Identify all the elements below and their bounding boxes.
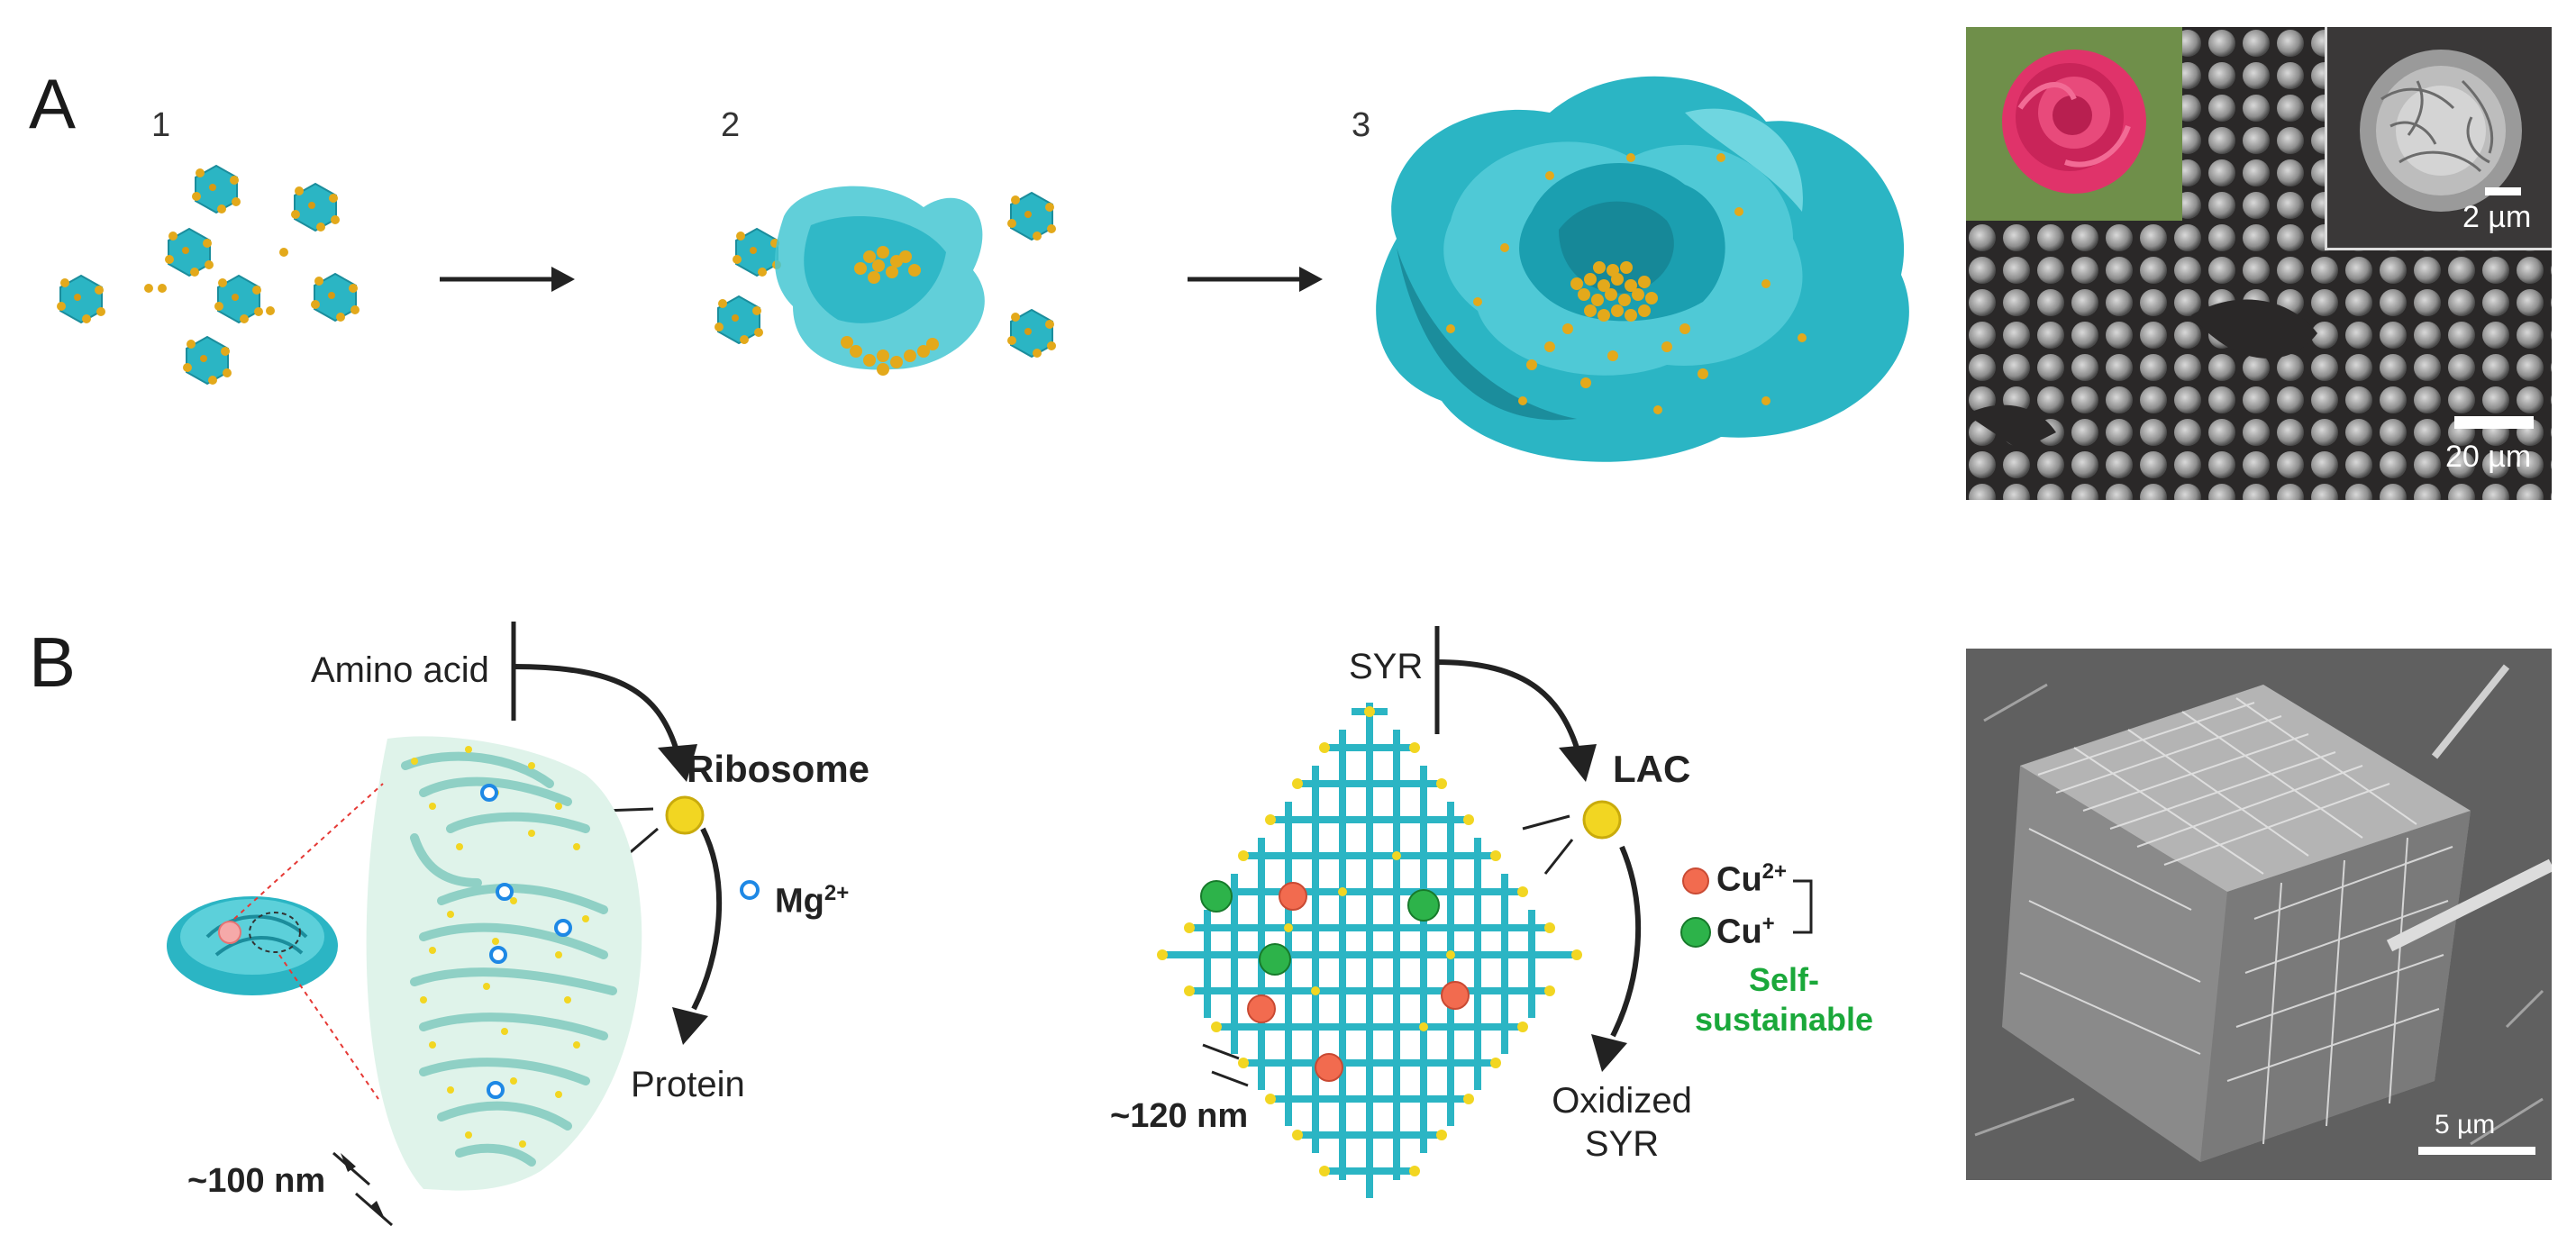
step-3-hybrid-nanoflower (1376, 76, 1909, 462)
input-syr: SYR (1349, 647, 1424, 686)
self-sustainable-line-2: sustainable (1694, 1001, 1874, 1038)
enzyme-ribosome: Ribosome (687, 748, 870, 790)
sem-image-nanoflowers: 2 µm 20 µm (1966, 27, 2552, 500)
arrow-step-2-to-3 (1188, 267, 1323, 292)
panel-label-b: B (29, 622, 77, 702)
self-sustainable-line-1: Self- (1748, 961, 1819, 998)
ribosome-reaction-scheme (167, 622, 760, 1227)
rose-photo-inset (1966, 27, 2182, 221)
ion-cuplus: Cu+ (1716, 912, 1775, 952)
main-scale-bar (2454, 416, 2534, 429)
inset-scale-bar (2485, 187, 2521, 195)
enzyme-lac: LAC (1613, 748, 1691, 790)
cofactor-mg-charge: 2+ (824, 881, 850, 905)
sem-single-flower-inset: 2 µm (2325, 27, 2552, 250)
inset-scale-label: 2 µm (2462, 200, 2532, 234)
self-sustainable-note: Self- sustainable (1676, 960, 1892, 1040)
ion-cu2plus: Cu2+ (1716, 859, 1787, 900)
lac-mof-scheme (1157, 626, 1813, 1198)
sem-b-scale-bar (2418, 1147, 2535, 1155)
panel-label-a: A (29, 64, 77, 143)
main-scale-label: 20 µm (2445, 440, 2532, 474)
size-label-100nm: ~100 nm (187, 1162, 326, 1200)
ion-cu2plus-charge: 2+ (1761, 859, 1788, 884)
step-label-3: 3 (1352, 106, 1371, 144)
arrow-step-1-to-2 (440, 267, 575, 292)
sem-b-scale-label: 5 µm (2435, 1110, 2496, 1140)
sem-image-mof-crystal: 5 µm (1966, 649, 2552, 1180)
step-label-1: 1 (151, 106, 171, 144)
output-line-1: Oxidized (1552, 1081, 1692, 1121)
ion-cuplus-symbol: Cu (1716, 913, 1762, 951)
output-line-2: SYR (1584, 1124, 1660, 1164)
size-label-120nm: ~120 nm (1110, 1097, 1249, 1135)
output-oxidized-syr: Oxidized SYR (1532, 1079, 1712, 1166)
cofactor-mg-symbol: Mg (775, 882, 824, 921)
output-protein: Protein (631, 1065, 745, 1104)
ion-cu2plus-symbol: Cu (1716, 860, 1762, 899)
step-2-forming-flower (714, 186, 1057, 376)
ion-cuplus-charge: + (1761, 912, 1775, 936)
cofactor-mg: Mg2+ (775, 881, 849, 922)
step-1-dispersed-particles (56, 165, 360, 386)
step-label-2: 2 (721, 106, 741, 144)
input-amino-acid: Amino acid (311, 650, 489, 690)
